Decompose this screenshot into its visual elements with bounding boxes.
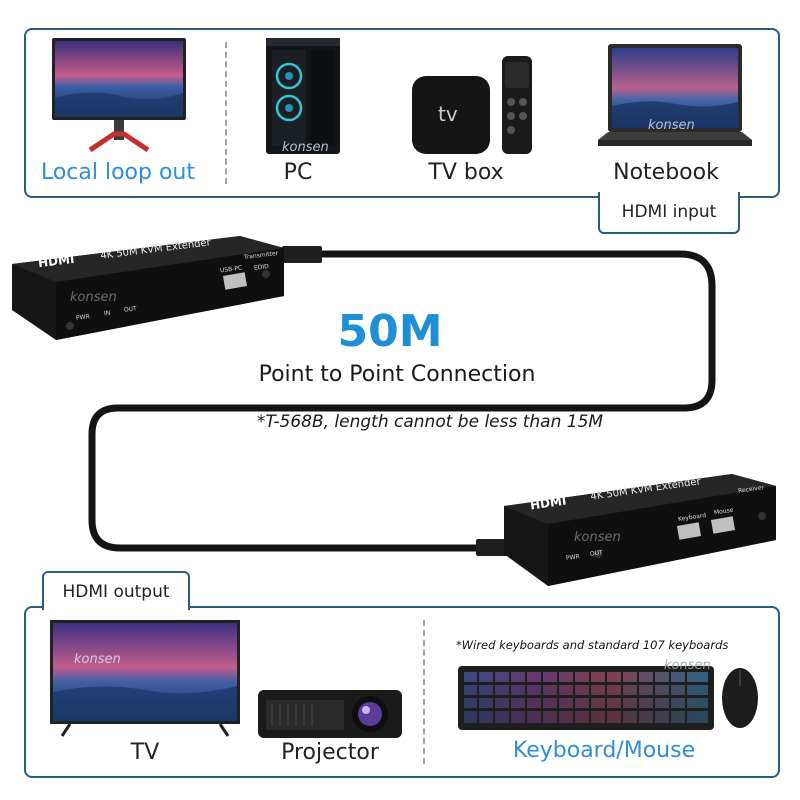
pc-tower-icon	[258, 36, 348, 158]
watermark-text: konsen	[282, 140, 329, 155]
monitor-icon	[50, 38, 188, 156]
transmitter-device: HDMI 4K 50M KVM Extender Transmitter USB…	[8, 230, 288, 348]
tv-box-icon: tv	[408, 54, 536, 158]
watermark-text: konsen	[664, 658, 711, 673]
notebook-label: Notebook	[613, 160, 719, 185]
laptop-icon	[596, 44, 754, 156]
receiver-device: HDMI 4K 50M KVM Extender Receiver Keyboa…	[498, 470, 782, 592]
keyboard-mouse-icon	[456, 660, 768, 734]
hdmi-input-tab: HDMI input	[598, 192, 740, 234]
watermark-text: konsen	[74, 652, 121, 667]
top-panel-divider	[225, 42, 227, 184]
projector-label: Projector	[281, 740, 379, 765]
tv-icon	[50, 620, 242, 738]
pc-label: PC	[283, 160, 313, 185]
tv-box-logo: tv	[438, 102, 458, 126]
watermark-text: konsen	[648, 118, 695, 133]
transmitter-in-label: IN	[103, 309, 111, 318]
bottom-panel-divider	[423, 620, 425, 764]
hdmi-output-tab: HDMI output	[42, 571, 190, 610]
tv-box-label: TV box	[428, 160, 504, 185]
connection-subtitle: Point to Point Connection	[258, 362, 536, 387]
distance-title: 50M	[337, 306, 443, 357]
watermark-text: konsen	[70, 290, 117, 305]
watermark-text: konsen	[574, 530, 621, 545]
local-loop-out-label: Local loop out	[40, 160, 196, 185]
keyboard-mouse-label: Keyboard/Mouse	[512, 738, 696, 763]
tv-label: TV	[130, 740, 160, 765]
cable-note: *T-568B, length cannot be less than 15M	[256, 412, 604, 432]
keyboard-note: *Wired keyboards and standard 107 keyboa…	[456, 638, 729, 652]
projector-icon	[256, 686, 406, 742]
